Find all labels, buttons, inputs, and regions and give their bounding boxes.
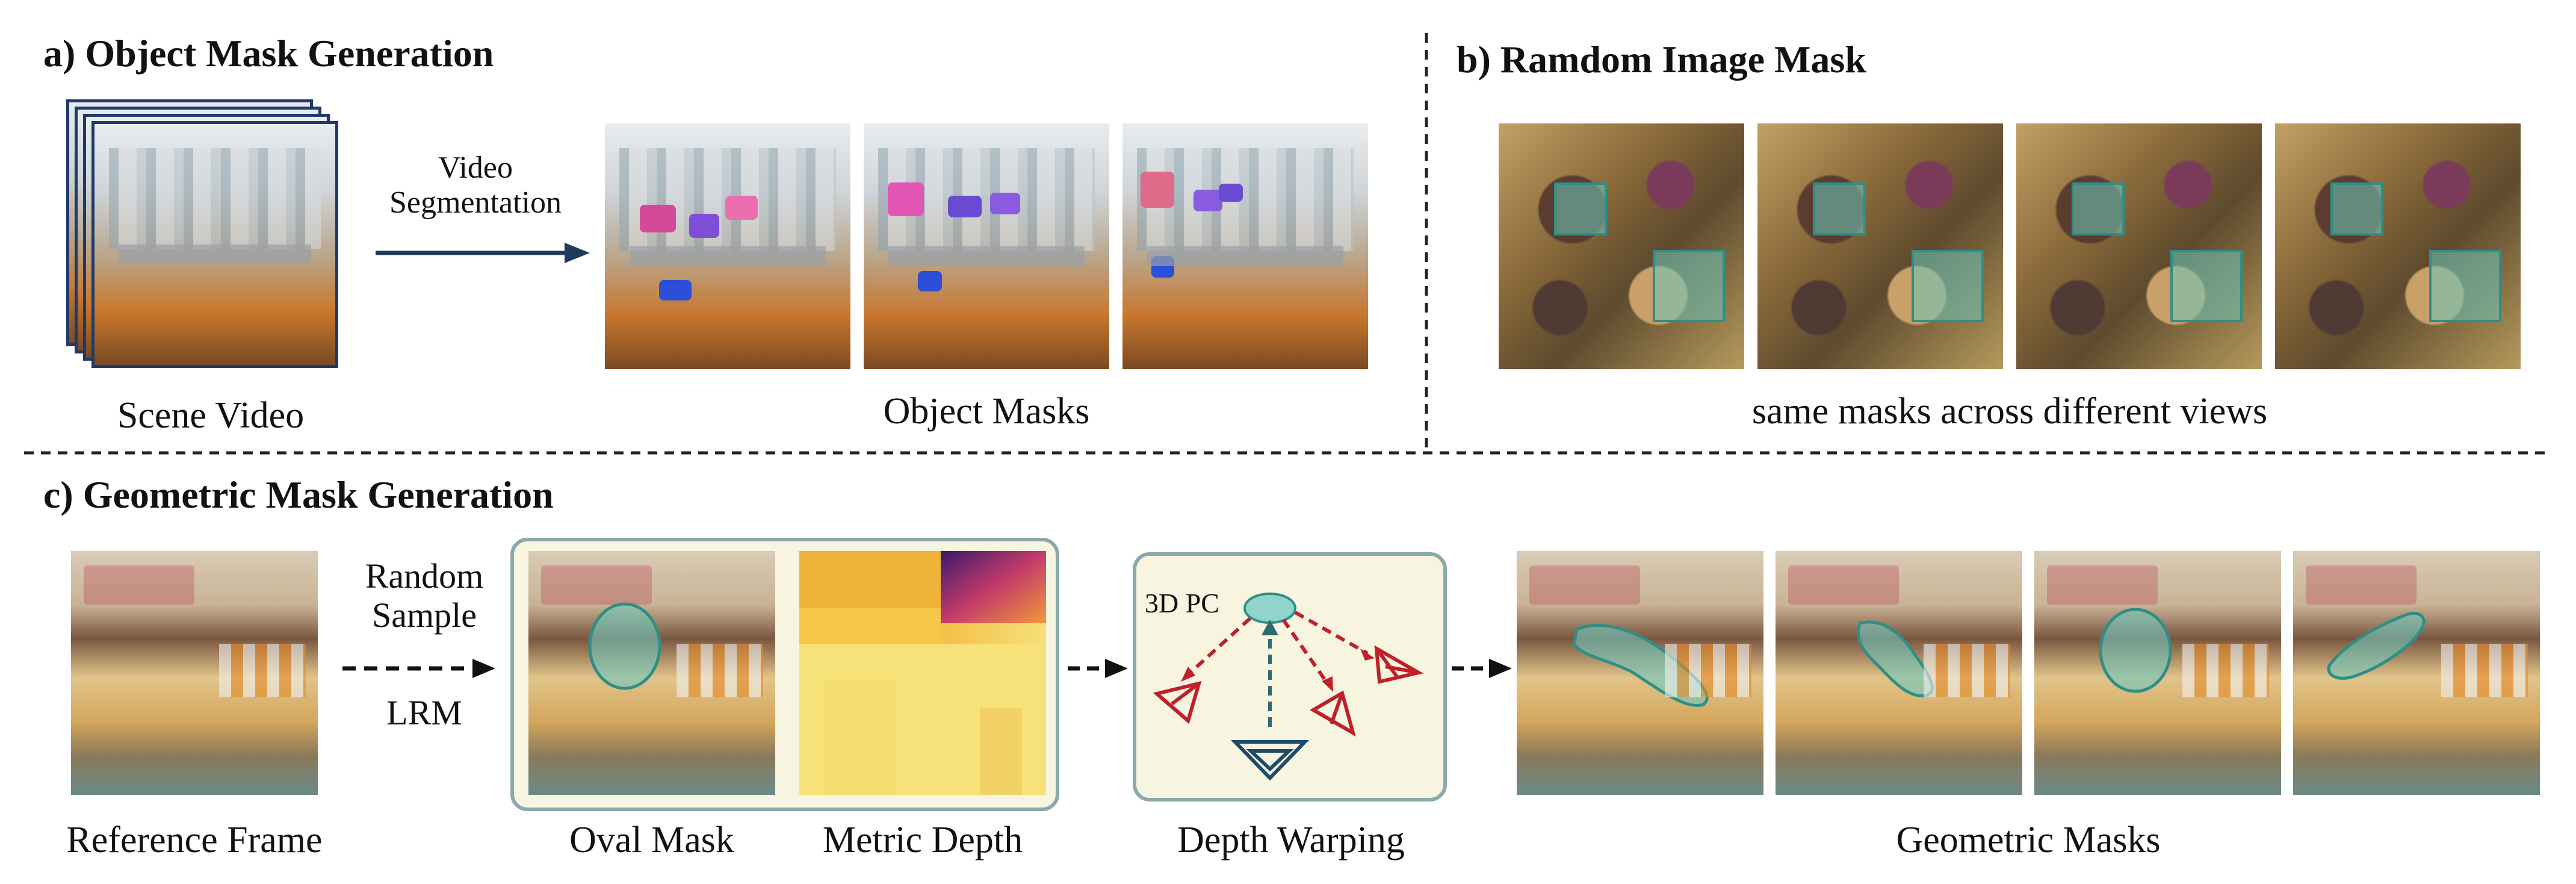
video-segmentation-label: Video Segmentation bbox=[367, 151, 584, 220]
random-mask-view-1 bbox=[1499, 123, 1744, 369]
random-mask-view-2 bbox=[1757, 123, 2003, 369]
geometric-mask-view-2 bbox=[1776, 551, 2022, 795]
square-mask-small bbox=[2330, 182, 2383, 235]
object-mask-pink bbox=[640, 205, 676, 232]
metric-depth-caption: Metric Depth bbox=[822, 820, 1023, 861]
warp-arrow-right bbox=[1294, 611, 1369, 655]
video-frame-front bbox=[91, 121, 338, 368]
segmentation-arrow bbox=[376, 243, 590, 263]
object-masks-caption: Object Masks bbox=[883, 391, 1090, 432]
random-mask-view-3 bbox=[2016, 123, 2262, 369]
camera-red-down bbox=[1310, 690, 1356, 737]
lrm-label: LRM bbox=[386, 693, 462, 732]
object-mask-purple bbox=[948, 196, 982, 217]
camera-red-left bbox=[1153, 680, 1202, 724]
depth-warping-diagram bbox=[1153, 593, 1424, 781]
section-a-title: a) Object Mask Generation bbox=[43, 32, 494, 75]
square-mask-small bbox=[1813, 182, 1866, 235]
reference-frame-caption: Reference Frame bbox=[66, 820, 323, 861]
depth-warping-caption: Depth Warping bbox=[1177, 820, 1405, 861]
geometric-mask-view-4 bbox=[2293, 551, 2540, 795]
warp-arrow-down-right bbox=[1281, 618, 1330, 686]
metric-depth-image bbox=[799, 551, 1046, 795]
geometric-mask-view-3 bbox=[2034, 551, 2281, 795]
random-sample-label: Random Sample bbox=[343, 556, 506, 635]
square-mask-large bbox=[2429, 250, 2501, 322]
object-mask-frame-3 bbox=[1122, 123, 1368, 369]
scene-video-stack bbox=[66, 99, 343, 368]
square-mask-large bbox=[1912, 250, 1984, 322]
object-mask-frame-1 bbox=[605, 123, 850, 369]
random-sample-arrow bbox=[342, 659, 495, 678]
point-cloud-label: 3D PC bbox=[1145, 588, 1219, 618]
arrow-label-line1: Video bbox=[438, 151, 513, 185]
geometric-mask-shape bbox=[2099, 608, 2172, 693]
square-mask-large bbox=[1653, 250, 1725, 322]
scene-video-caption: Scene Video bbox=[117, 395, 305, 436]
reference-frame-image bbox=[71, 551, 318, 795]
object-mask-violet bbox=[990, 193, 1020, 214]
object-mask-pink bbox=[888, 182, 924, 216]
random-label-line1: Random bbox=[365, 556, 484, 596]
object-mask-rose bbox=[725, 196, 758, 220]
warp-arrow-left bbox=[1185, 617, 1252, 677]
warp-arrow-out bbox=[1452, 659, 1512, 678]
geometric-mask-shape bbox=[1856, 620, 1934, 698]
warp-arrow-in bbox=[1068, 659, 1128, 678]
object-mask-frame-2 bbox=[864, 123, 1109, 369]
object-mask-blue bbox=[1151, 256, 1174, 278]
object-mask-blue bbox=[659, 280, 692, 300]
object-mask-purple bbox=[689, 214, 719, 238]
object-mask-violet bbox=[1219, 184, 1243, 202]
camera-blue-center bbox=[1230, 740, 1310, 781]
section-c-title: c) Geometric Mask Generation bbox=[43, 473, 554, 516]
oval-mask-shape bbox=[588, 602, 661, 690]
section-b-title: b) Ramdom Image Mask bbox=[1457, 38, 1866, 81]
square-mask-small bbox=[1554, 182, 1607, 235]
geometric-masks-caption: Geometric Masks bbox=[1896, 820, 2161, 861]
object-mask-blue bbox=[918, 271, 942, 291]
random-mask-view-4 bbox=[2275, 123, 2521, 369]
geometric-mask-shape bbox=[2327, 612, 2426, 680]
depth-map-shape bbox=[799, 551, 1046, 795]
square-mask-large bbox=[2170, 250, 2243, 322]
object-mask-purple bbox=[1194, 190, 1222, 211]
point-cloud-ellipse bbox=[1243, 593, 1296, 624]
square-mask-small bbox=[2072, 182, 2125, 235]
random-label-line2: Sample bbox=[372, 595, 477, 635]
random-mask-caption: same masks across different views bbox=[1751, 391, 2268, 432]
geometric-mask-shape bbox=[1572, 624, 1709, 707]
camera-red-right bbox=[1374, 645, 1424, 684]
geometric-mask-view-1 bbox=[1517, 551, 1763, 795]
oval-mask-image bbox=[528, 551, 775, 795]
arrow-label-line2: Segmentation bbox=[389, 185, 562, 220]
object-mask-pink bbox=[1141, 172, 1174, 208]
oval-mask-caption: Oval Mask bbox=[569, 820, 734, 861]
